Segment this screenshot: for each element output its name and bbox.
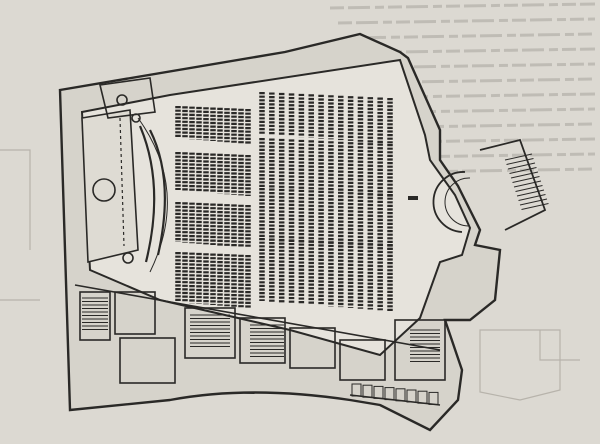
show-through-text [329,2,596,175]
stairs-lower [82,297,440,362]
show-through-line [329,47,596,55]
stair-tread [507,162,536,170]
projection-marker [408,196,418,200]
show-through-line [337,152,596,160]
stage-area [81,109,139,264]
stair-tread [512,176,540,183]
show-through-line [329,2,596,10]
small-cell [351,383,362,397]
stair-tread [506,158,534,165]
stair-tread [513,180,542,188]
stair-tread [504,153,533,161]
show-through-line [329,137,596,145]
small-cell [406,389,417,403]
stair-tread [516,189,545,197]
small-cell [417,390,428,404]
entry-room [99,77,156,264]
stair-tread [509,167,537,174]
show-through-line [337,107,596,115]
show-through-line [337,17,596,25]
show-through-line [345,32,596,40]
show-through-line [329,92,596,100]
stair-tread [515,185,543,192]
small-cell [428,391,439,405]
stair-tread [521,203,549,210]
small-cell [362,384,373,398]
adjacent-faint-drawing [0,149,580,401]
proscenium-curve [138,125,166,263]
small-cell [384,387,395,401]
rear-lobby [432,138,547,233]
show-through-line [345,77,596,85]
stair-rear [504,153,549,210]
show-through-line [345,167,596,175]
stair-tread [518,194,546,201]
seating-blocks [175,92,393,311]
show-through-line [345,122,596,130]
small-cells-row [351,383,439,405]
stair-tread [519,198,548,206]
show-through-line [337,62,596,70]
stair-tread [510,171,539,179]
small-cell [373,385,384,399]
stage-circle [92,178,116,202]
small-cell [395,388,406,402]
